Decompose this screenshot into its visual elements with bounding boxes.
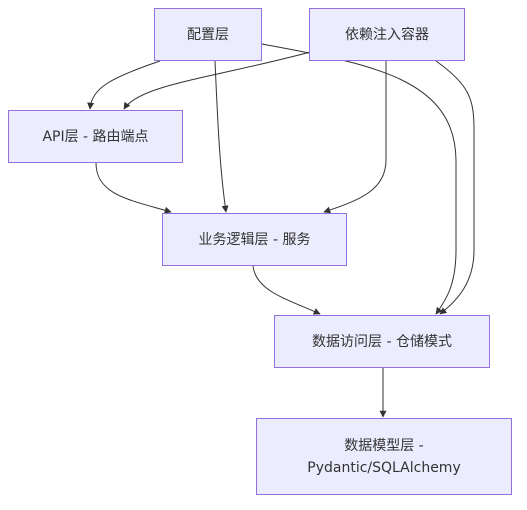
edge-di-to-api [123,49,319,110]
node-model-label-line1: 数据模型层 - [344,437,424,454]
node-config-label: 配置层 [187,26,229,43]
edge-config-to-api [87,60,161,110]
node-config-layer: 配置层 [154,8,262,61]
edge-service-to-repo [252,265,321,315]
node-service-layer: 业务逻辑层 - 服务 [162,213,347,266]
node-di-label: 依赖注入容器 [345,26,429,43]
node-model-label-line2: Pydantic/SQLAlchemy [307,459,461,476]
node-api-layer: API层 - 路由端点 [8,110,183,163]
node-model-layer: 数据模型层 - Pydantic/SQLAlchemy [256,418,512,495]
node-repository-layer: 数据访问层 - 仓储模式 [274,315,490,368]
edge-config-to-service [214,60,229,213]
node-service-label: 业务逻辑层 - 服务 [198,231,311,248]
node-api-label: API层 - 路由端点 [42,128,149,145]
edge-api-to-service [95,162,172,214]
node-repo-label: 数据访问层 - 仓储模式 [312,333,452,350]
edge-di-to-service [323,61,387,214]
node-di-container: 依赖注入容器 [309,8,465,61]
edge-di-to-repo [435,60,475,315]
edge-config-to-repo [261,43,457,315]
